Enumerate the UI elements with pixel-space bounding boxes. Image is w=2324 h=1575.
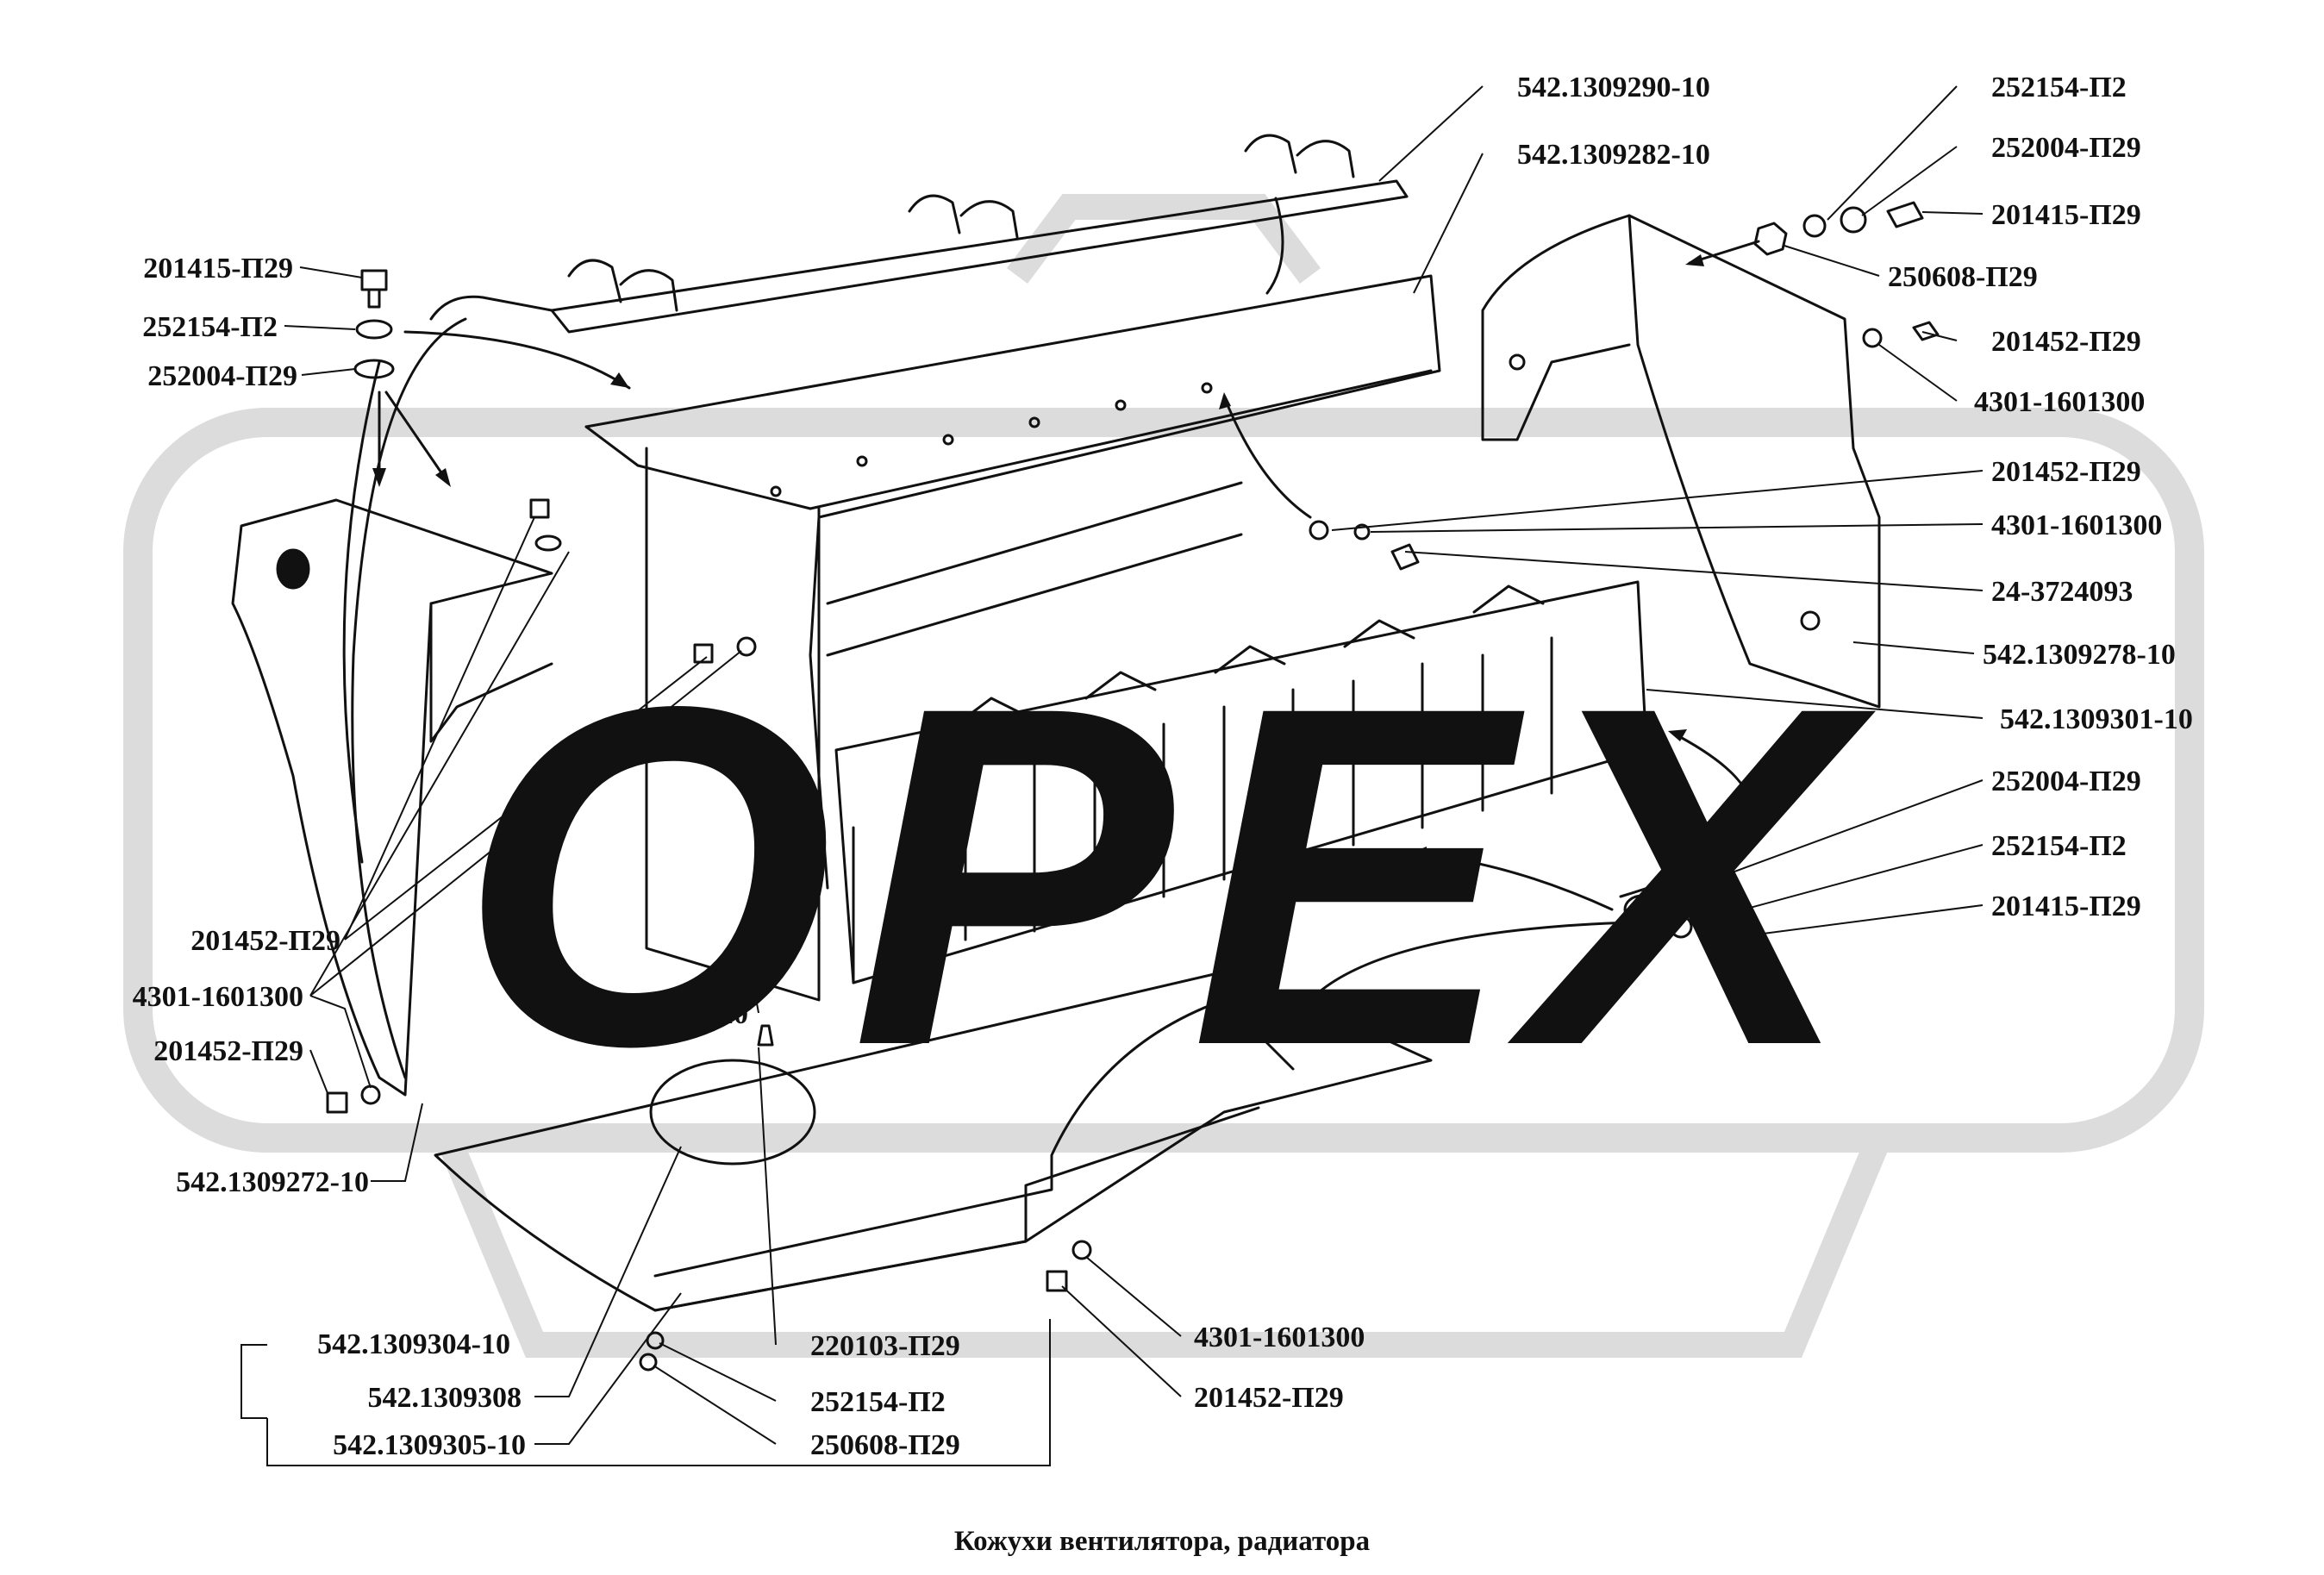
washer-icon	[1802, 214, 1827, 238]
label-542-1309271-10: 542.1309271-10	[555, 998, 748, 1030]
label-542-1309272-10: 542.1309272-10	[176, 1166, 369, 1198]
bolt-icon	[360, 269, 388, 291]
washer-icon	[1071, 1240, 1092, 1260]
nut-icon	[1309, 520, 1329, 541]
washer-icon	[1353, 523, 1371, 541]
label-4301-1601300-bottom: 4301-1601300	[1194, 1322, 1365, 1353]
label-542-1309278-10: 542.1309278-10	[1983, 639, 2176, 671]
washer-icon	[646, 1331, 665, 1350]
label-252004-p29-left: 252004-П29	[147, 360, 297, 392]
arrow-path	[403, 330, 631, 390]
label-4301-1601300-top-right: 4301-1601300	[1974, 386, 2145, 418]
arrow-head-icon	[1685, 254, 1704, 266]
arrow-head-icon	[1306, 990, 1321, 1007]
parts-illustration	[231, 134, 1940, 1372]
washer-icon	[534, 534, 562, 552]
bolt-icon	[326, 1091, 348, 1114]
latch-1	[567, 259, 678, 312]
washer-icon	[736, 636, 757, 657]
label-201452-p29-left-lower: 201452-П29	[153, 1035, 303, 1067]
label-252154-p2-lower-right: 252154-П2	[1991, 830, 2127, 862]
label-4301-1601300-left: 4301-1601300	[133, 981, 303, 1013]
fan-ring-inner-arc	[342, 360, 381, 864]
bolt-icon	[529, 498, 550, 519]
nut-icon	[1753, 222, 1788, 256]
label-24-3724093: 24-3724093	[1991, 576, 2133, 608]
watermark-gear-bottom	[436, 1133, 1891, 1358]
label-250608-p29-bottom: 250608-П29	[810, 1429, 960, 1461]
washer-icon	[1840, 206, 1867, 234]
label-201452-p29-top-right: 201452-П29	[1991, 326, 2141, 358]
bolt-icon	[693, 643, 714, 664]
label-542-1309308: 542.1309308	[368, 1382, 522, 1414]
latch-2	[908, 194, 1019, 239]
bolt-icon	[1886, 201, 1924, 228]
pan-hatch-542-1309308	[649, 1059, 816, 1166]
washer-icon	[360, 1084, 381, 1105]
label-542-1309304-10: 542.1309304-10	[317, 1328, 510, 1360]
latch-3	[1244, 134, 1355, 178]
label-542-1309305-10: 542.1309305-10	[333, 1429, 526, 1461]
screw-icon	[757, 1024, 774, 1047]
fasteners	[326, 201, 1940, 1372]
bolt-icon	[1046, 1270, 1068, 1292]
arrow-head-icon	[1409, 847, 1427, 860]
leader-lines	[241, 85, 1984, 1466]
watermark-frame	[123, 408, 2204, 1153]
arrow-path	[1222, 395, 1312, 519]
label-250608-p29-top-right: 250608-П29	[1888, 261, 2038, 293]
fan-ring-left-arc	[351, 317, 467, 1079]
label-201415-p29-top-right: 201415-П29	[1991, 199, 2141, 231]
arrow-head-icon	[1219, 392, 1231, 409]
label-201452-p29-mid-right: 201452-П29	[1991, 456, 2141, 488]
arrow-path	[384, 391, 450, 484]
label-252004-p29-lower-right: 252004-П29	[1991, 766, 2141, 797]
arrow-head-icon	[435, 468, 451, 487]
label-201452-p29-left-upper: 201452-П29	[191, 925, 340, 957]
watermark-text: ОРЕХ	[459, 606, 1877, 1146]
left-side-shroud	[231, 498, 553, 1097]
label-201415-p29-left: 201415-П29	[143, 253, 293, 284]
label-220103-p29: 220103-П29	[810, 1330, 960, 1362]
watermark-gear-top	[1007, 194, 1321, 284]
arrow-path	[1412, 852, 1614, 911]
lower-radiator-frame	[834, 580, 1648, 984]
bottom-pan	[434, 968, 1433, 1312]
arrow-head-icon	[372, 468, 386, 487]
bolt-icon	[367, 288, 381, 309]
right-side-shroud	[1481, 214, 1881, 709]
label-252154-p2-bottom: 252154-П2	[810, 1386, 946, 1418]
upper-radiator-frame	[584, 274, 1441, 1002]
washer-icon	[353, 359, 395, 379]
washer-icon	[1623, 894, 1661, 925]
clip-icon	[1390, 543, 1420, 571]
arrow-head-icon	[1668, 729, 1687, 741]
label-4301-1601300-mid-right: 4301-1601300	[1991, 509, 2162, 541]
bolt-icon	[1912, 321, 1940, 341]
label-252154-p2-left: 252154-П2	[142, 311, 278, 343]
arrow-path	[1619, 731, 1753, 898]
washer-icon	[355, 319, 393, 340]
bolt-icon	[1714, 921, 1753, 953]
assembly-arrows	[378, 240, 1760, 1002]
label-542-1309301-10: 542.1309301-10	[2000, 703, 2193, 735]
part-labels: 542.1309290-10 542.1309282-10 252154-П2 …	[133, 72, 2193, 1461]
label-252004-p29-top-right: 252004-П29	[1991, 132, 2141, 164]
top-rail-part	[429, 134, 1409, 334]
label-201452-p29-bottom: 201452-П29	[1194, 1382, 1344, 1414]
label-542-1309282-10: 542.1309282-10	[1517, 139, 1710, 171]
washer-icon	[1862, 328, 1883, 348]
washer-icon	[1669, 915, 1693, 939]
label-252154-p2-top-right: 252154-П2	[1991, 72, 2127, 103]
watermark: ОРЕХ	[123, 194, 2204, 1358]
nut-icon	[639, 1353, 658, 1372]
label-542-1309290-10: 542.1309290-10	[1517, 72, 1710, 103]
diagram-caption: Кожухи вентилятора, радиатора	[954, 1526, 1370, 1557]
arrow-head-icon	[610, 372, 629, 388]
arrow-heads	[372, 254, 1704, 1007]
label-201415-p29-lower-right: 201415-П29	[1991, 891, 2141, 922]
arrow-path	[1309, 921, 1631, 1002]
